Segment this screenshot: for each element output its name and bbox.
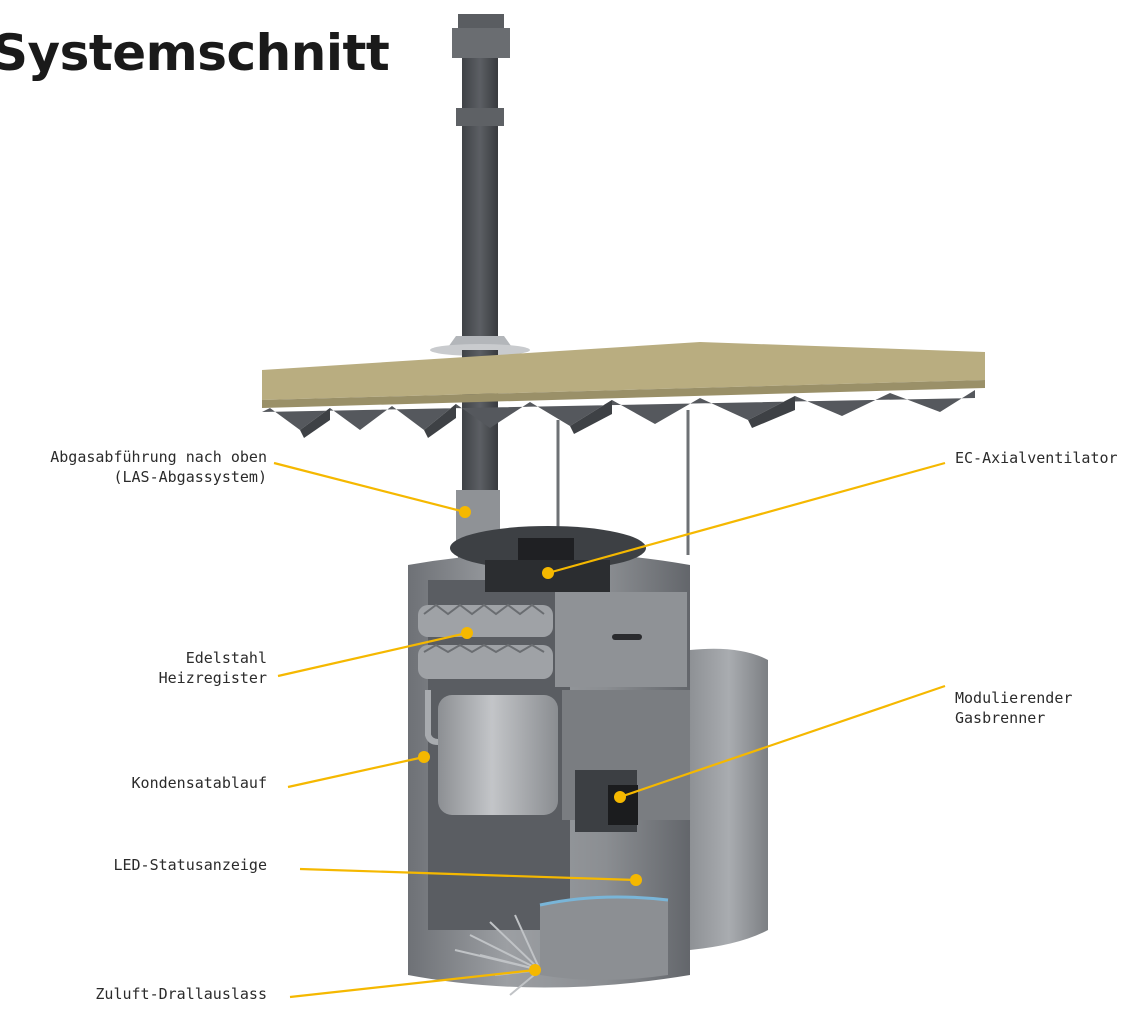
- swirl-diffuser: [454, 914, 541, 996]
- leader-led-dot: [630, 874, 642, 886]
- leader-led: [299, 867, 637, 882]
- leader-ventilator-dot: [542, 567, 554, 579]
- led-status-ring: [539, 895, 669, 907]
- heater-body: [408, 526, 768, 988]
- condensate-pipe: [425, 690, 439, 745]
- leader-gasbrenner: [619, 684, 946, 799]
- ceiling-slab: [262, 342, 985, 438]
- leader-kondensat: [287, 755, 425, 789]
- leader-kondensat-dot: [418, 751, 430, 763]
- fan-hub: [518, 538, 574, 562]
- leader-heizregister: [277, 631, 468, 678]
- leader-gasbrenner-dot: [614, 791, 626, 803]
- leader-ventilator: [547, 461, 946, 575]
- panel-handle: [612, 634, 642, 640]
- label-kondensatablauf: Kondensatablauf: [131, 774, 267, 792]
- leader-lines: [273, 461, 946, 999]
- flue-pipe: [430, 14, 530, 590]
- leader-abgas: [273, 461, 466, 514]
- leader-zuluft: [289, 968, 536, 999]
- leader-zuluft-dot: [529, 964, 541, 976]
- label-led-statusanzeige: LED-Statusanzeige: [113, 856, 267, 874]
- heat-exchanger-lower: [418, 645, 553, 679]
- label-ec-axialventilator: EC-Axialventilator: [955, 449, 1118, 467]
- page-title: Systemschnitt: [0, 24, 390, 82]
- combustion-chamber: [438, 695, 558, 815]
- leader-heizregister-dot: [461, 627, 473, 639]
- label-abgasabfuehrung: Abgasabführung nach oben(LAS-Abgassystem…: [50, 448, 267, 486]
- leader-abgas-dot: [459, 506, 471, 518]
- heat-exchanger-upper: [418, 605, 553, 637]
- label-zuluft-drallauslass: Zuluft-Drallauslass: [95, 985, 267, 1003]
